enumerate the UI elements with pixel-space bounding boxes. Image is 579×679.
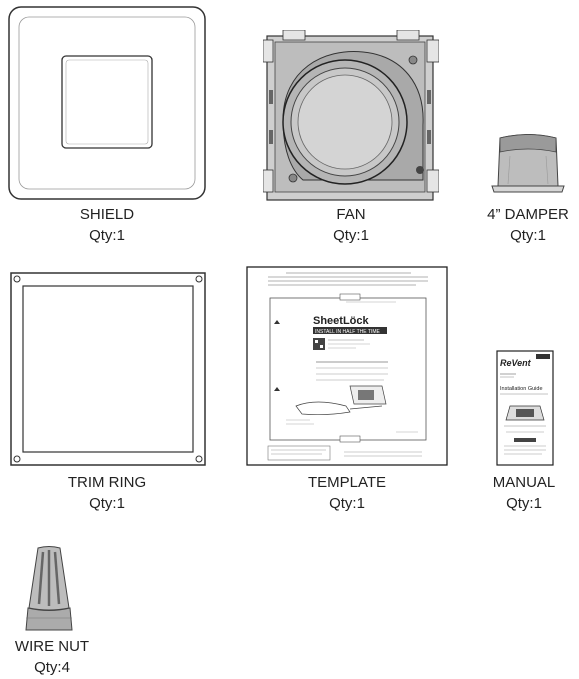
manual-illustration: ReVent Installation Guide — [496, 350, 554, 466]
part-name: WIRE NUT — [14, 638, 90, 655]
damper-item — [488, 132, 568, 198]
trim-ring-caption: TRIM RING Qty:1 — [8, 472, 206, 514]
part-qty: Qty:1 — [329, 495, 365, 512]
template-illustration: SheetLöck INSTALL IN HALF THE TIME — [246, 266, 448, 466]
fan-caption: FAN Qty:1 — [263, 204, 439, 246]
template-brand-text: SheetLöck — [313, 315, 370, 327]
part-qty: Qty:1 — [506, 495, 542, 512]
manual-caption: MANUAL Qty:1 — [470, 472, 578, 514]
wire-nut-illustration — [25, 546, 73, 631]
fan-illustration — [262, 29, 440, 201]
damper-illustration — [491, 134, 565, 193]
trim-ring-item — [10, 272, 206, 466]
part-name: MANUAL — [492, 474, 556, 491]
manual-brand-text: ReVent — [500, 358, 532, 368]
wire-nut-caption: WIRE NUT Qty:4 — [0, 636, 104, 678]
trim-ring-illustration — [10, 272, 206, 466]
part-qty: Qty:1 — [89, 227, 125, 244]
part-name: 4” DAMPER — [487, 206, 569, 223]
manual-item: ReVent Installation Guide — [496, 350, 554, 466]
part-name: TEMPLATE — [307, 474, 387, 491]
template-caption: TEMPLATE Qty:1 — [246, 472, 448, 514]
fan-item — [262, 29, 440, 206]
shield-item — [8, 6, 206, 200]
manual-title-text: Installation Guide — [500, 386, 543, 392]
part-name: TRIM RING — [67, 474, 147, 491]
part-qty: Qty:4 — [34, 659, 70, 676]
damper-caption: 4” DAMPER Qty:1 — [468, 204, 579, 246]
wire-nut-item — [24, 546, 74, 632]
shield-caption: SHIELD Qty:1 — [8, 204, 206, 246]
part-name: SHIELD — [79, 206, 135, 223]
part-qty: Qty:1 — [89, 495, 125, 512]
part-qty: Qty:1 — [510, 227, 546, 244]
template-tagline-text: INSTALL IN HALF THE TIME — [315, 329, 380, 335]
part-qty: Qty:1 — [333, 227, 369, 244]
shield-illustration — [8, 6, 206, 200]
template-item: SheetLöck INSTALL IN HALF THE TIME — [246, 266, 448, 466]
part-name: FAN — [336, 206, 366, 223]
